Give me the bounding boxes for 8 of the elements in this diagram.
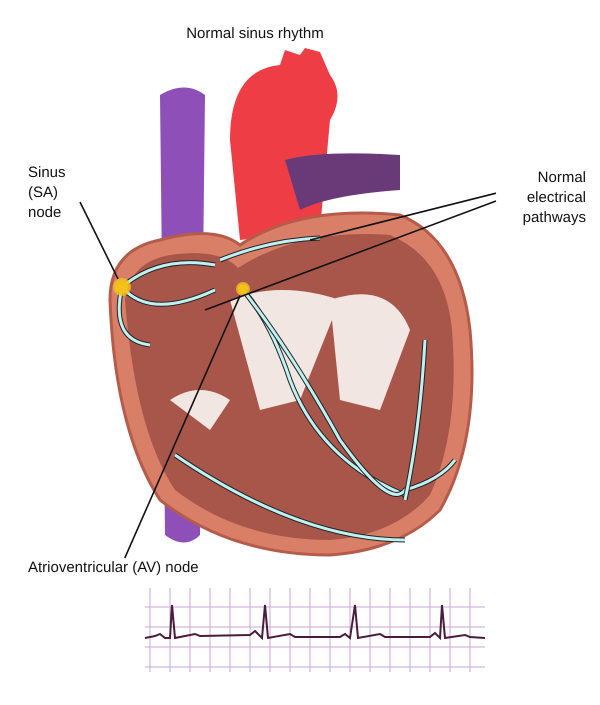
callout-label: Normal electrical pathways: [496, 168, 586, 228]
callout-label: Atrioventricular (AV) node: [28, 558, 248, 578]
diagram-title: Normal sinus rhythm: [185, 24, 325, 44]
leader-line: [204, 200, 496, 311]
leader-line: [79, 202, 119, 280]
leader-line: [124, 295, 241, 558]
callout-label: Sinus (SA) node: [28, 163, 80, 223]
leader-line: [310, 192, 496, 241]
